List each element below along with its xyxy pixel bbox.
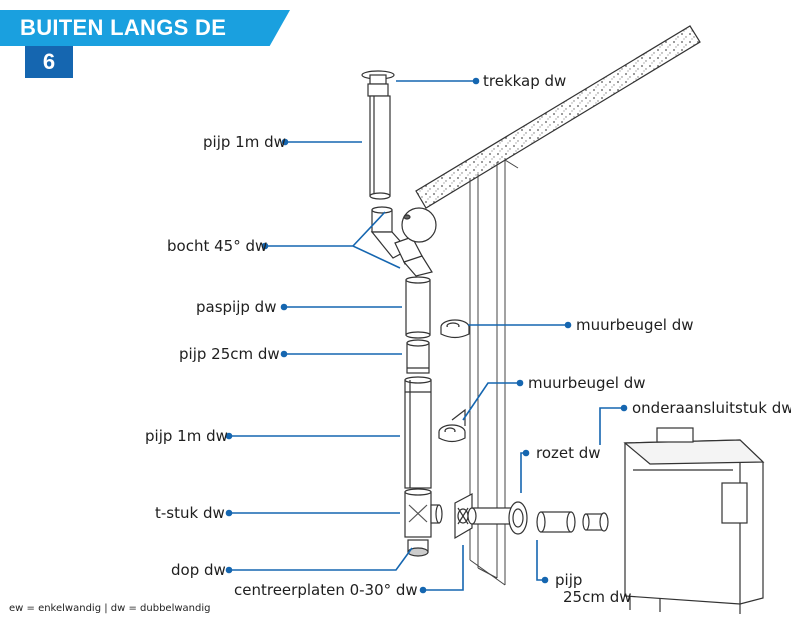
stove bbox=[623, 427, 765, 614]
label-pijp-25cm: pijp 25cm dw bbox=[179, 345, 280, 363]
end-cap bbox=[407, 539, 429, 557]
bend-45 bbox=[370, 206, 437, 277]
leader-dots bbox=[225, 77, 628, 594]
centering-plate bbox=[454, 493, 473, 540]
pipe-1m-mid bbox=[404, 376, 432, 489]
label-pijp-25cm-bottom-2: 25cm dw bbox=[563, 588, 632, 606]
label-muurbeugel-1: muurbeugel dw bbox=[576, 316, 694, 334]
adjustable-pipe bbox=[405, 276, 431, 339]
legend-footnote: ew = enkelwandig | dw = dubbelwandig bbox=[9, 603, 211, 614]
wall-bracket-1 bbox=[440, 319, 470, 339]
label-onderaansluitstuk: onderaansluitstuk dw bbox=[632, 399, 791, 417]
label-bocht-45: bocht 45° dw bbox=[167, 237, 268, 255]
label-pijp-25cm-bottom-1: pijp bbox=[555, 571, 583, 589]
label-trekkap: trekkap dw bbox=[483, 72, 567, 90]
header-title: BUITEN LANGS DE GEVEL bbox=[0, 10, 290, 46]
flue-parts bbox=[361, 70, 609, 557]
adapter bbox=[582, 512, 609, 532]
label-pijp-1m-mid: pijp 1m dw bbox=[145, 427, 228, 445]
roof bbox=[415, 25, 701, 209]
label-t-stuk: t-stuk dw bbox=[155, 504, 225, 522]
label-rozet: rozet dw bbox=[536, 444, 601, 462]
rosette bbox=[508, 501, 528, 535]
pipe-25cm-vertical bbox=[406, 339, 430, 374]
leader-lines bbox=[229, 80, 624, 591]
label-dop: dop dw bbox=[171, 561, 226, 579]
label-paspijp: paspijp dw bbox=[196, 298, 277, 316]
wall-bracket-2 bbox=[438, 408, 466, 443]
label-muurbeugel-2: muurbeugel dw bbox=[528, 374, 646, 392]
wall-passthrough bbox=[467, 507, 515, 525]
pipe-1m-top bbox=[369, 95, 391, 200]
pipe-25cm-horizontal bbox=[536, 511, 576, 533]
label-centreerplaten: centreerplaten 0-30° dw bbox=[234, 581, 418, 599]
step-number: 6 bbox=[25, 46, 73, 78]
cap bbox=[361, 70, 395, 97]
label-pijp-1m-top: pijp 1m dw bbox=[203, 133, 286, 151]
tee-piece bbox=[404, 488, 443, 538]
